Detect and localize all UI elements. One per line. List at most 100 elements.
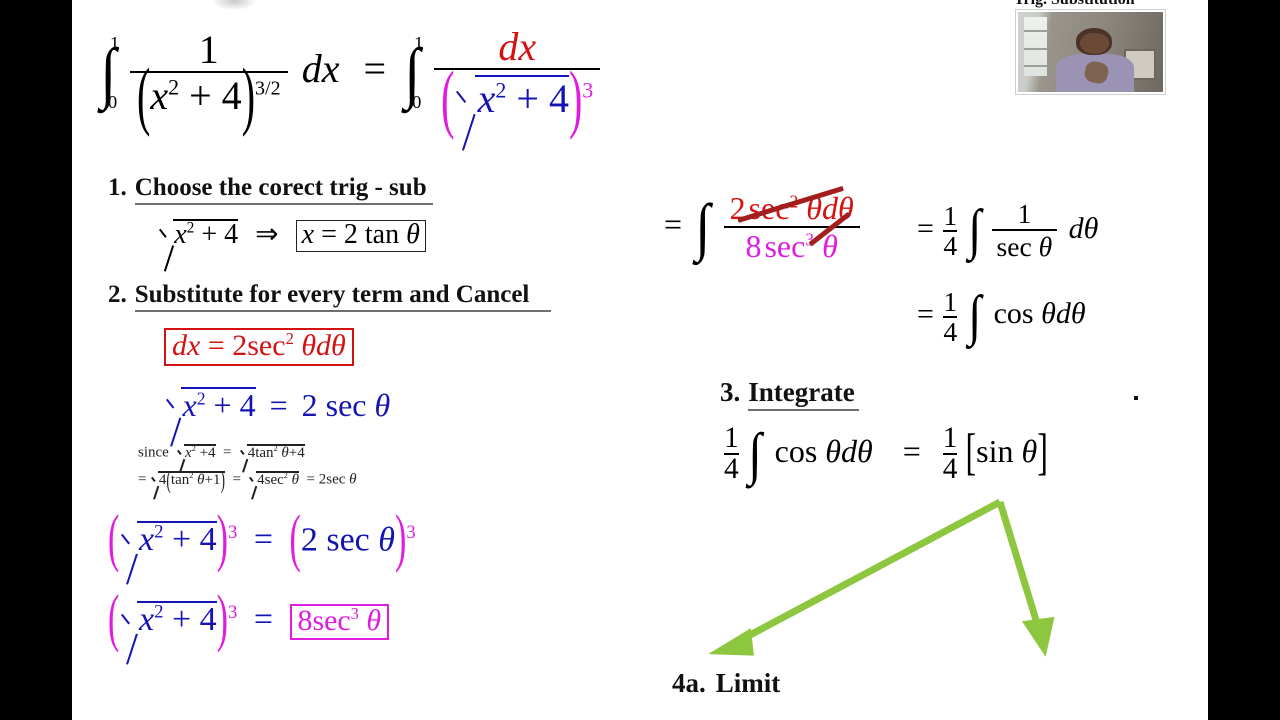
radicand: x2 + 4	[477, 76, 569, 121]
equals: =	[664, 205, 683, 242]
equals: =	[321, 218, 337, 250]
inner-numerator: 1	[1017, 198, 1032, 229]
coefficient-2: 2	[232, 329, 248, 362]
two-sec-theta: 2 sec θ	[300, 521, 395, 559]
paren-left-icon: (	[441, 55, 455, 141]
arrow-line-left	[733, 498, 1002, 647]
theta-icon: θ	[406, 218, 420, 250]
exponent-3: 3	[228, 522, 238, 544]
radical-bar	[158, 471, 225, 474]
arrow-line-right	[996, 500, 1043, 632]
webcam-title: Trig. Substitution	[1014, 0, 1135, 9]
differential-theta: dθ	[1068, 211, 1099, 245]
theta-icon: θ	[349, 471, 357, 488]
paren-right-icon: )	[394, 504, 407, 575]
integral-sign-lhs: ∫	[100, 34, 117, 111]
theta-icon: θ	[374, 387, 391, 424]
sec-function: sec	[325, 387, 367, 424]
sec-exponent-2: 2	[285, 329, 294, 348]
step-3-title: Integrate	[748, 377, 859, 411]
radical-bar	[184, 444, 216, 447]
bracket-left-icon: [	[965, 421, 977, 480]
variable-x: x2	[150, 73, 180, 118]
integral-sign-rhs: ∫	[404, 34, 421, 111]
tan-function: tan	[364, 218, 400, 250]
fraction-numerator: 1	[942, 422, 958, 454]
cancel-result-line-2: = 1 4 ∫ cos θdθ	[917, 288, 1086, 345]
limit-lower: 0	[412, 92, 422, 112]
radical-tick	[176, 444, 184, 458]
cancel-work-equation: = ∫ 2sec2 θdθ 8sec3 θ	[664, 185, 860, 263]
cancel-result-line-1: = 1 4 ∫ 1 sec θ dθ	[917, 198, 1099, 262]
arrow-head-left	[708, 628, 754, 656]
cancel-fraction: 2sec2 θdθ 8sec3 θ	[723, 185, 860, 263]
integral-sign: ∫	[967, 285, 981, 347]
step-1-boxed-result: x = 2 tan θ	[295, 218, 426, 252]
radicand: x2 + 4	[182, 387, 256, 424]
step-1-number: 1.	[108, 174, 127, 201]
webcam-window	[1023, 16, 1047, 76]
since-label: since	[138, 444, 169, 461]
paren-left-icon: (	[289, 504, 301, 575]
radical-icon: x2 + 4	[158, 218, 239, 250]
inner-fraction: 1 sec θ	[991, 198, 1058, 262]
radicand: x2 +4	[185, 443, 216, 461]
lhs-one-quarter: 1 4	[724, 423, 739, 486]
exponent-3: 3	[582, 77, 594, 103]
radical-bar	[172, 218, 239, 221]
radical-bar	[475, 74, 569, 77]
fraction-denominator: 4	[943, 315, 958, 347]
paren-left-icon: (	[108, 584, 120, 655]
webcam-video[interactable]	[1016, 10, 1165, 94]
step-2-boxed-result: 8sec3 θ	[289, 604, 390, 641]
radical-tick	[239, 444, 247, 458]
since-derivation-line-1: since x2 +4 = 4tan2 θ+4	[138, 444, 305, 461]
radical-bar	[246, 444, 305, 447]
limit-upper: 1	[110, 32, 120, 53]
radical-bar	[256, 471, 300, 474]
rhs-body: sin θ	[976, 432, 1038, 469]
equals: =	[207, 329, 225, 362]
equals: =	[917, 297, 934, 331]
plus-sign: + 4	[179, 73, 242, 118]
coefficient-2: 2	[343, 218, 358, 250]
exponent-3: 3	[228, 602, 238, 624]
radical-icon: x2 + 4	[119, 600, 217, 637]
step-2-heading: 2. Substitute for every term and Cancel	[108, 281, 552, 312]
top-eq-lhs-limits: 1 0	[106, 32, 120, 113]
radicand: x2 + 4	[174, 218, 239, 250]
step-4a-title: Limit	[715, 668, 781, 698]
limit-lower: 0	[108, 92, 118, 112]
paren-left-icon: (	[108, 504, 120, 575]
fraction-denominator: 4	[724, 453, 739, 486]
radical-icon: x2 + 4	[454, 74, 569, 120]
radicand: x2 + 4	[139, 521, 217, 559]
paren-left-icon: (	[137, 52, 151, 138]
theta-icon: θ	[366, 604, 382, 638]
step-1-equation: x2 + 4 ⇒ x = 2 tan θ	[158, 218, 426, 252]
radical-tick	[248, 471, 256, 485]
equals: =	[219, 444, 236, 461]
top-eq-rhs-numerator: dx	[498, 24, 537, 69]
webcam-window-bar	[1023, 29, 1047, 32]
equals: =	[269, 387, 288, 424]
top-eq-lhs-fraction: 1 (x2 + 4)3/2	[129, 27, 288, 135]
step-2-dx-box: dx = 2sec2 θdθ	[164, 328, 354, 366]
radical-tick	[150, 471, 158, 485]
radicand: 4sec2 θ	[257, 470, 300, 488]
sec-function: sec	[247, 329, 286, 362]
equals: =	[228, 471, 245, 488]
fraction-numerator: 1	[943, 200, 958, 232]
step-1-title: Choose the corect trig - sub	[134, 174, 433, 205]
webcam-window-bar	[1023, 64, 1047, 67]
fraction-numerator: 1	[943, 286, 958, 317]
radical-icon: x2 + 4	[119, 520, 217, 559]
integral-sign: ∫	[695, 191, 711, 263]
equals: =	[138, 471, 147, 488]
top-eq-rhs-limits: 1 0	[410, 33, 423, 113]
exponent-3: 3	[406, 522, 416, 544]
radical-tick	[119, 521, 137, 553]
equals: =	[253, 601, 274, 639]
bracket-right-icon: ]	[1037, 421, 1048, 480]
top-eq-lhs-numerator: 1	[198, 27, 219, 72]
